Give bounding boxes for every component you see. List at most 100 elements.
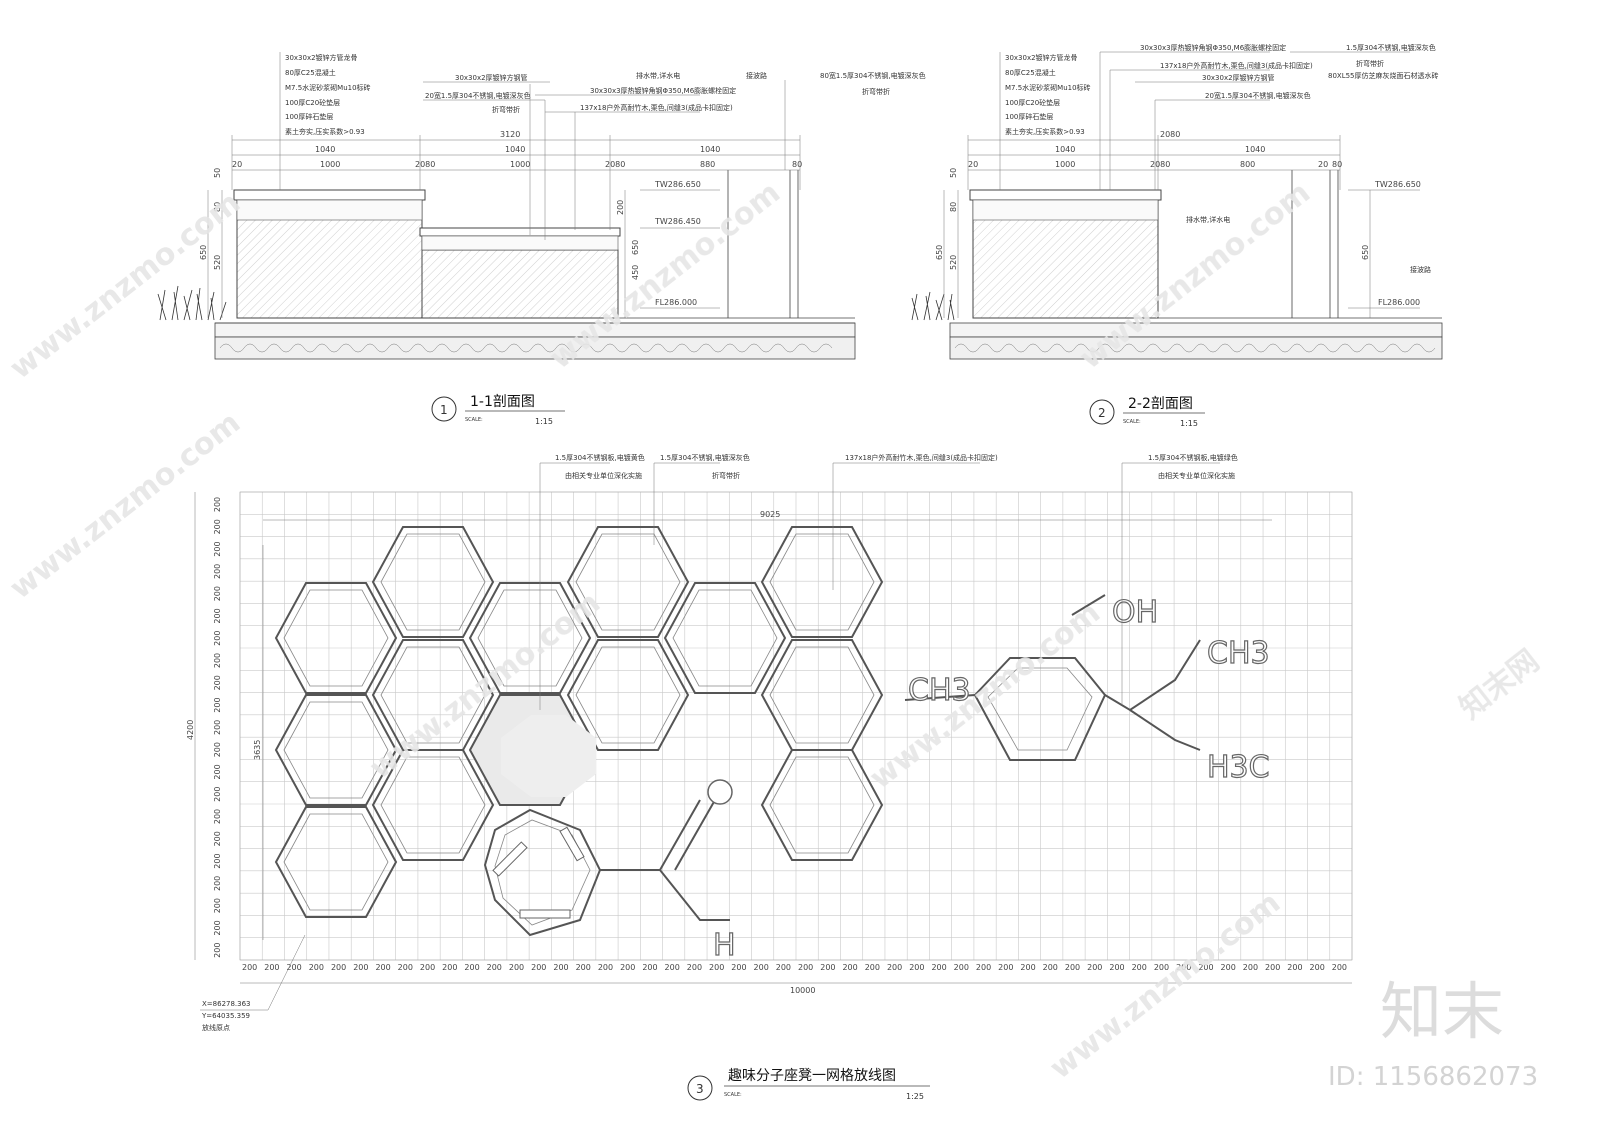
svg-text:30x30x2镀锌方管龙骨: 30x30x2镀锌方管龙骨	[1005, 53, 1078, 62]
grid-step-label: 200	[954, 963, 969, 972]
grid-step-label: 200	[842, 963, 857, 972]
hex-cell	[566, 639, 690, 751]
grid-step-label: 200	[1065, 963, 1080, 972]
hex-cell	[468, 582, 592, 694]
dim-total: 3120	[500, 130, 520, 139]
level-tw2: TW286.450	[654, 217, 701, 226]
dim-vert: 650	[199, 245, 208, 260]
gravel-layer	[214, 322, 856, 338]
grid-step-label: 200	[798, 963, 813, 972]
grid-step-label: 200	[213, 809, 222, 824]
grid-step-label: 200	[598, 963, 613, 972]
grid-step-label: 200	[909, 963, 924, 972]
grass-icon	[157, 285, 227, 321]
svg-text:放线原点: 放线原点	[202, 1023, 230, 1032]
hex-cell-inner	[380, 756, 486, 854]
svg-text:SCALE:: SCALE:	[724, 1092, 742, 1098]
dim-sub: 1000	[510, 160, 530, 169]
plan-title: 趣味分子座凳一网格放线图	[728, 1068, 896, 1084]
dim-4200: 4200	[186, 720, 195, 740]
section1-title: 1-1剖面图	[470, 394, 535, 410]
svg-text:www.znzmo.com: www.znzmo.com	[863, 595, 1107, 796]
dim-vert: 650	[1361, 245, 1370, 260]
svg-text:2: 2	[1098, 406, 1106, 420]
hex-cell	[371, 749, 495, 861]
dim-sub: 1000	[1055, 160, 1075, 169]
section1-top-notes: 30x30x2厚镀锌方钢管 20宽1.5厚304不锈钢,电镀深灰色 折弯带折 3…	[423, 71, 926, 240]
svg-text:1: 1	[440, 403, 448, 417]
svg-text:接波路: 接波路	[746, 71, 767, 80]
svg-text:折弯带折: 折弯带折	[862, 87, 890, 96]
dim-total: 2080	[1160, 130, 1180, 139]
grid-step-label: 200	[1087, 963, 1102, 972]
svg-text:30x30x3厚热镀锌角钢Φ350,M6膨胀螺栓固定: 30x30x3厚热镀锌角钢Φ350,M6膨胀螺栓固定	[590, 86, 736, 95]
grid-step-label: 200	[375, 963, 390, 972]
hex-cell-inner	[769, 533, 875, 631]
grid-step-label: 200	[709, 963, 724, 972]
grid-step-label: 200	[1265, 963, 1280, 972]
dim-vert: 80	[213, 202, 222, 212]
grid-step-label: 200	[820, 963, 835, 972]
label-oh: OH	[1112, 595, 1158, 630]
dim-seg-1: 1040	[315, 145, 335, 154]
grid-step-label: 200	[464, 963, 479, 972]
svg-text:素土夯实,压实系数>0.93: 素土夯实,压实系数>0.93	[285, 127, 365, 136]
svg-text:80宽1.5厚304不锈钢,电镀深灰色: 80宽1.5厚304不锈钢,电镀深灰色	[820, 71, 926, 80]
grid-step-label: 200	[976, 963, 991, 972]
grid-step-label: 200	[213, 943, 222, 958]
svg-text:排水带,详水电: 排水带,详水电	[636, 71, 680, 80]
grid-step-label: 200	[998, 963, 1013, 972]
plan-title-block: 3 趣味分子座凳一网格放线图 SCALE: 1:25	[687, 1068, 930, 1101]
grid-step-label: 200	[213, 541, 222, 556]
dim-sub: 800	[1240, 160, 1255, 169]
grid-step-label: 200	[754, 963, 769, 972]
hex-cell	[760, 749, 884, 861]
grid-step-label: 200	[353, 963, 368, 972]
grid-step-label: 200	[213, 920, 222, 935]
level-tw1: TW286.650	[654, 180, 701, 189]
svg-text:M7.5水泥砂浆砌Mu10标砖: M7.5水泥砂浆砌Mu10标砖	[285, 83, 371, 92]
section2-scale: 1:15	[1180, 419, 1198, 428]
grid-step-label: 200	[213, 653, 222, 668]
pebble-pattern	[219, 343, 833, 353]
svg-text:1.5厚304不锈钢板,电镀绿色: 1.5厚304不锈钢板,电镀绿色	[1148, 453, 1238, 462]
dim-sub: 80	[1332, 160, 1342, 169]
grid-step-label: 200	[1132, 963, 1147, 972]
id-watermark: ID: 1156862073	[1328, 1062, 1538, 1092]
grid-step-label: 200	[576, 963, 591, 972]
grass-icon	[911, 291, 955, 321]
level-tw: TW286.650	[1374, 180, 1421, 189]
dim-vert: 520	[949, 255, 958, 270]
hex-cell-inner	[672, 589, 778, 687]
section2-left-notes: 30x30x2镀锌方管龙骨 80厚C25混凝土 M7.5水泥砂浆砌Mu10标砖 …	[1005, 53, 1091, 136]
section2-title: 2-2剖面图	[1128, 396, 1193, 412]
left-step-dims: 2002002002002002002002002002002002002002…	[213, 497, 222, 958]
plan-notes: 1.5厚304不锈钢板,电镀黄色 由相关专业单位深化实施 1.5厚304不锈钢,…	[539, 453, 1238, 710]
svg-text:100厚C20砼垫层: 100厚C20砼垫层	[1005, 98, 1060, 107]
svg-text:137x18户外高耐竹木,栗色,间缝3(成品卡扣固定): 137x18户外高耐竹木,栗色,间缝3(成品卡扣固定)	[580, 103, 733, 112]
grid-step-label: 200	[213, 631, 222, 646]
hex-cell	[274, 694, 398, 806]
svg-text:折弯带折: 折弯带折	[492, 105, 520, 114]
grid-step-label: 200	[213, 564, 222, 579]
dim-vert: 520	[213, 255, 222, 270]
grid-step-label: 200	[213, 697, 222, 712]
origin-point: X=86278.363 Y=64035.359 放线原点	[200, 934, 306, 1032]
grid-step-label: 200	[213, 586, 222, 601]
dim-seg: 1040	[1245, 145, 1265, 154]
grid-step-label: 200	[213, 675, 222, 690]
svg-text:30x30x2厚镀锌方钢管: 30x30x2厚镀锌方钢管	[1202, 73, 1275, 82]
level-fl: FL286.000	[1378, 298, 1420, 307]
svg-text:100厚碎石垫层: 100厚碎石垫层	[1005, 112, 1053, 121]
svg-text:排水带,详水电: 排水带,详水电	[1186, 215, 1230, 224]
svg-text:M7.5水泥砂浆砌Mu10标砖: M7.5水泥砂浆砌Mu10标砖	[1005, 83, 1091, 92]
svg-text:www.znzmo.com: www.znzmo.com	[3, 185, 247, 386]
grid-step-label: 200	[213, 519, 222, 534]
svg-text:X=86278.363: X=86278.363	[202, 1000, 251, 1008]
grid-step-label: 200	[665, 963, 680, 972]
hex-cell	[663, 582, 787, 694]
dim-vert: 80	[949, 202, 958, 212]
svg-text:100厚碎石垫层: 100厚碎石垫层	[285, 112, 333, 121]
grid-step-label: 200	[687, 963, 702, 972]
svg-text:SCALE:: SCALE:	[1123, 419, 1141, 425]
